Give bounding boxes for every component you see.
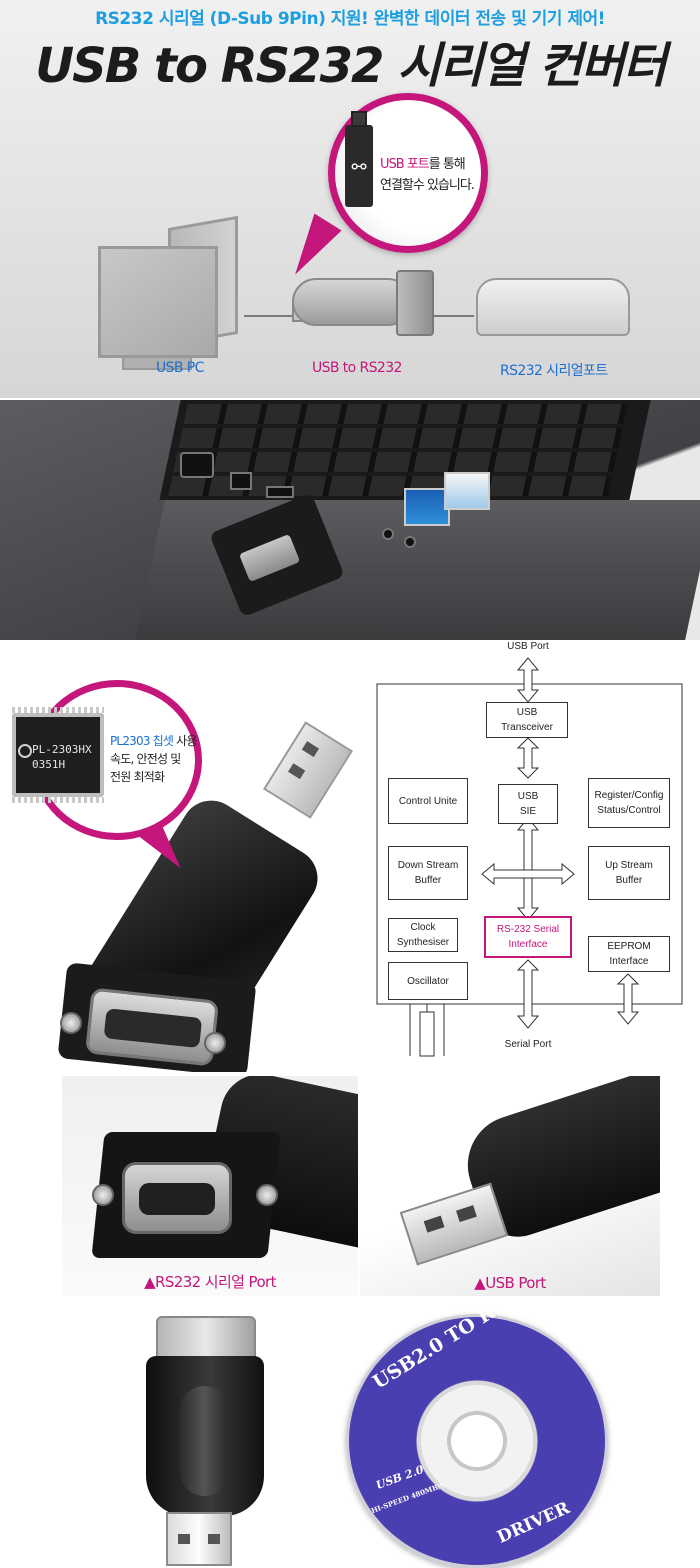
serial-port-label: Serial Port bbox=[504, 1039, 552, 1050]
lan-port bbox=[230, 472, 252, 490]
connection-line bbox=[244, 315, 292, 317]
adapter-body bbox=[146, 1356, 264, 1516]
cd-usb-logo: USB 2.0 bbox=[374, 1462, 426, 1493]
block-diagram-lines bbox=[376, 657, 683, 1057]
usb-callout-highlight: USB 포트 bbox=[380, 157, 430, 172]
usb-adapter-photo bbox=[44, 721, 353, 1072]
usb-connector-image: ⚯ bbox=[345, 111, 373, 207]
page-subtitle: RS232 시리얼 (D-Sub 9Pin) 지원! 완벽한 데이터 전송 및 … bbox=[95, 9, 605, 29]
laptop-photo bbox=[0, 400, 700, 640]
connection-line bbox=[434, 315, 474, 317]
hero-section: RS232 시리얼 (D-Sub 9Pin) 지원! 완벽한 데이터 전송 및 … bbox=[0, 0, 700, 398]
usb-port-caption: ▲USB Port bbox=[474, 1274, 546, 1292]
driver-cd: USB2.0 TO RS232 DRIVER USB 2.0 HI-SPEED … bbox=[346, 1300, 608, 1568]
vga-port bbox=[180, 452, 214, 478]
chip-logo-icon bbox=[18, 744, 32, 758]
control-unite-block: Control Unite bbox=[388, 778, 468, 824]
pc-monitor-illustration bbox=[98, 246, 218, 358]
db9-connector bbox=[84, 987, 220, 1067]
rs232-port-caption: ▲RS232 시리얼 Port bbox=[144, 1273, 276, 1291]
page-title: USB to RS232 시리얼 컨버터 bbox=[35, 38, 667, 94]
usb-port-label: USB Port bbox=[507, 641, 549, 652]
chip-marking: PL-2303HX 0351H bbox=[32, 743, 92, 771]
db9-connector bbox=[122, 1162, 232, 1234]
screw bbox=[256, 1184, 278, 1206]
usb-plug bbox=[263, 721, 353, 819]
adapter-db9-illustration bbox=[396, 270, 434, 336]
oscillator-block: Oscillator bbox=[388, 962, 468, 1000]
hdmi-port bbox=[266, 486, 294, 498]
package-photos: USB2.0 TO RS232 DRIVER USB 2.0 HI-SPEED … bbox=[0, 1300, 700, 1568]
screw bbox=[60, 1012, 82, 1034]
bubble-tail bbox=[281, 213, 342, 284]
adapter-top-view bbox=[142, 1316, 264, 1566]
serial-device-illustration bbox=[476, 278, 630, 336]
audio-jack bbox=[404, 536, 416, 548]
adapter-label: USB to RS232 bbox=[312, 360, 402, 376]
usb-plug bbox=[399, 1182, 509, 1266]
rs232-port-photo: ▲RS232 시리얼 Port bbox=[62, 1076, 358, 1296]
cd-top-text: USB2.0 TO RS232 bbox=[369, 1300, 544, 1394]
adapter-illustration bbox=[292, 278, 412, 326]
serial-port-label: RS232 시리얼포트 bbox=[500, 363, 608, 379]
chip-callout-text: PL2303 칩셋 사용 속도, 안전성 및 전원 최적화 bbox=[110, 734, 197, 784]
db9-connector bbox=[238, 533, 301, 583]
usb-port-photo: ▲USB Port bbox=[360, 1076, 660, 1296]
pc-stand-illustration bbox=[122, 356, 192, 370]
chip-highlight: PL2303 칩셋 bbox=[110, 734, 174, 748]
audio-jack bbox=[382, 528, 394, 540]
pc-label: USB PC bbox=[156, 360, 204, 376]
screw bbox=[92, 1184, 114, 1206]
double-arrow-icon bbox=[481, 657, 640, 1029]
screw bbox=[204, 1032, 226, 1054]
usb-callout-text: USB 포트를 통해 연결할수 있습니다. bbox=[380, 157, 475, 193]
usb-plug bbox=[166, 1512, 232, 1566]
intel-sticker bbox=[444, 472, 490, 510]
cd-driver-text: DRIVER bbox=[494, 1498, 573, 1548]
windows-sticker bbox=[404, 488, 450, 526]
chip-diagram-section: PL-2303HX 0351H PL2303 칩셋 사용 속도, 안전성 및 전… bbox=[0, 640, 700, 1072]
detail-photos: ▲RS232 시리얼 Port ▲USB Port bbox=[0, 1072, 700, 1300]
usb-icon: ⚯ bbox=[351, 157, 367, 178]
